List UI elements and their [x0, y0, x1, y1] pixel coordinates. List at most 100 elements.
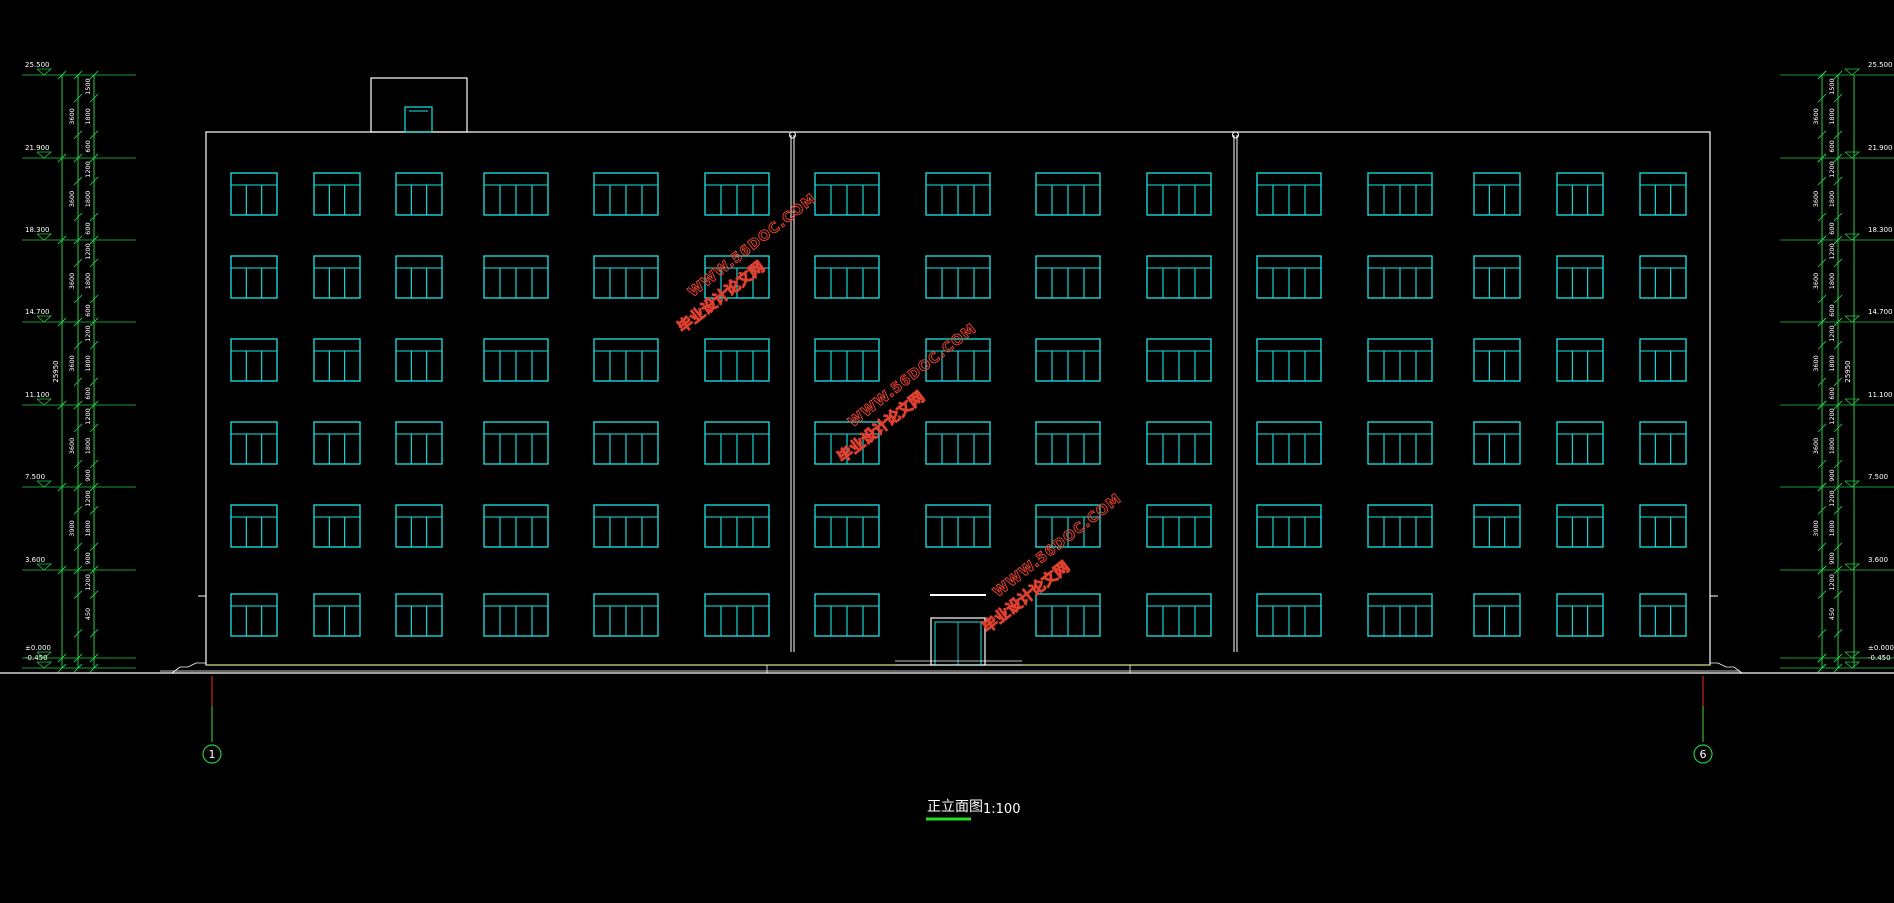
window-frame	[1556, 593, 1604, 637]
window	[395, 255, 443, 299]
dim-tick	[89, 565, 99, 575]
window	[925, 172, 991, 216]
window	[230, 421, 278, 465]
dim-tick	[89, 629, 99, 638]
window-frame	[313, 172, 361, 216]
dim-tick	[1817, 235, 1827, 245]
dim-tick	[89, 235, 99, 245]
elevation-mark	[36, 68, 53, 76]
window-frame	[395, 421, 443, 465]
elevation-mark	[36, 151, 53, 159]
window	[1367, 593, 1433, 637]
window-frame	[1639, 338, 1687, 382]
dim-text: 1200	[84, 490, 92, 507]
dim-text: 450	[1828, 608, 1836, 620]
window	[483, 593, 549, 637]
dim-tick	[1817, 565, 1827, 575]
elevation-label: ±0.000	[25, 644, 51, 652]
window	[1256, 255, 1322, 299]
window	[483, 338, 549, 382]
dim-tick	[57, 70, 67, 80]
window	[1556, 338, 1604, 382]
window	[1146, 504, 1212, 548]
dim-tick	[73, 317, 83, 327]
window	[1473, 593, 1521, 637]
dim-text: 1800	[1828, 273, 1836, 290]
elevation-mark	[36, 480, 53, 488]
window	[814, 421, 880, 465]
dim-text: 1500	[1828, 78, 1836, 95]
dim-tick	[89, 258, 99, 268]
window	[1367, 338, 1433, 382]
dim-text: 3600	[1812, 355, 1820, 372]
dim-tick	[1833, 130, 1843, 140]
window	[1556, 504, 1604, 548]
window	[1035, 338, 1101, 382]
window	[313, 421, 361, 465]
watermark-url: WWW.56DOC.COM	[990, 491, 1125, 601]
dim-tick	[1833, 542, 1843, 552]
dim-text: 1800	[1828, 108, 1836, 125]
drawing-title: 正立面图	[927, 799, 983, 815]
window	[593, 255, 659, 299]
dim-text: 1800	[1828, 438, 1836, 455]
dim-tick	[57, 235, 67, 245]
dim-total: 25950	[1844, 360, 1852, 382]
window-frame	[1473, 421, 1521, 465]
dim-tick	[1833, 482, 1843, 492]
dim-tick	[73, 258, 83, 268]
dim-tick	[89, 505, 99, 515]
window	[1556, 421, 1604, 465]
elevation-label: 7.500	[25, 473, 45, 481]
dim-tick	[1833, 629, 1843, 638]
dim-tick	[89, 542, 99, 552]
dim-text: 3900	[1812, 520, 1820, 537]
dim-tick	[1817, 542, 1827, 552]
dim-text: 3600	[68, 108, 76, 125]
elevation-label: 14.700	[25, 308, 50, 316]
window	[1256, 421, 1322, 465]
dim-tick	[89, 590, 99, 599]
window-frame	[1639, 255, 1687, 299]
dim-tick	[1833, 340, 1843, 350]
dim-tick	[89, 377, 99, 387]
dim-tick	[73, 423, 83, 433]
dim-tick	[1833, 590, 1843, 599]
dim-tick	[1833, 153, 1843, 163]
window	[925, 338, 991, 382]
window-frame	[1639, 504, 1687, 548]
dim-tick	[1817, 340, 1827, 350]
dim-tick	[89, 423, 99, 433]
dim-total: 25950	[52, 360, 60, 382]
window	[1035, 504, 1101, 548]
dim-tick	[1817, 459, 1827, 469]
watermark-url: WWW.56DOC.COM	[845, 321, 980, 431]
axis-label-right: 6	[1700, 748, 1707, 761]
window	[1639, 172, 1687, 216]
window-frame	[1556, 172, 1604, 216]
watermark-layer: 毕业设计论文网WWW.56DOC.COM毕业设计论文网WWW.56DOC.COM…	[674, 190, 1126, 637]
window	[593, 421, 659, 465]
dim-text: 1800	[84, 191, 92, 208]
window	[483, 504, 549, 548]
dim-tick	[1817, 317, 1827, 327]
window	[704, 593, 770, 637]
elevation-mark	[1844, 661, 1861, 669]
window	[1473, 172, 1521, 216]
dim-text: 1200	[1828, 490, 1836, 507]
window	[230, 172, 278, 216]
dim-text: 1200	[1828, 325, 1836, 342]
window-frame	[395, 172, 443, 216]
dim-text: 1800	[84, 355, 92, 372]
window	[1473, 421, 1521, 465]
dim-text: 1200	[1828, 161, 1836, 178]
window-frame	[1473, 338, 1521, 382]
dim-tick	[73, 377, 83, 387]
window	[1146, 593, 1212, 637]
window	[1256, 338, 1322, 382]
window	[1146, 172, 1212, 216]
dim-tick	[1817, 130, 1827, 140]
window	[814, 593, 880, 637]
dim-tick	[89, 70, 99, 80]
